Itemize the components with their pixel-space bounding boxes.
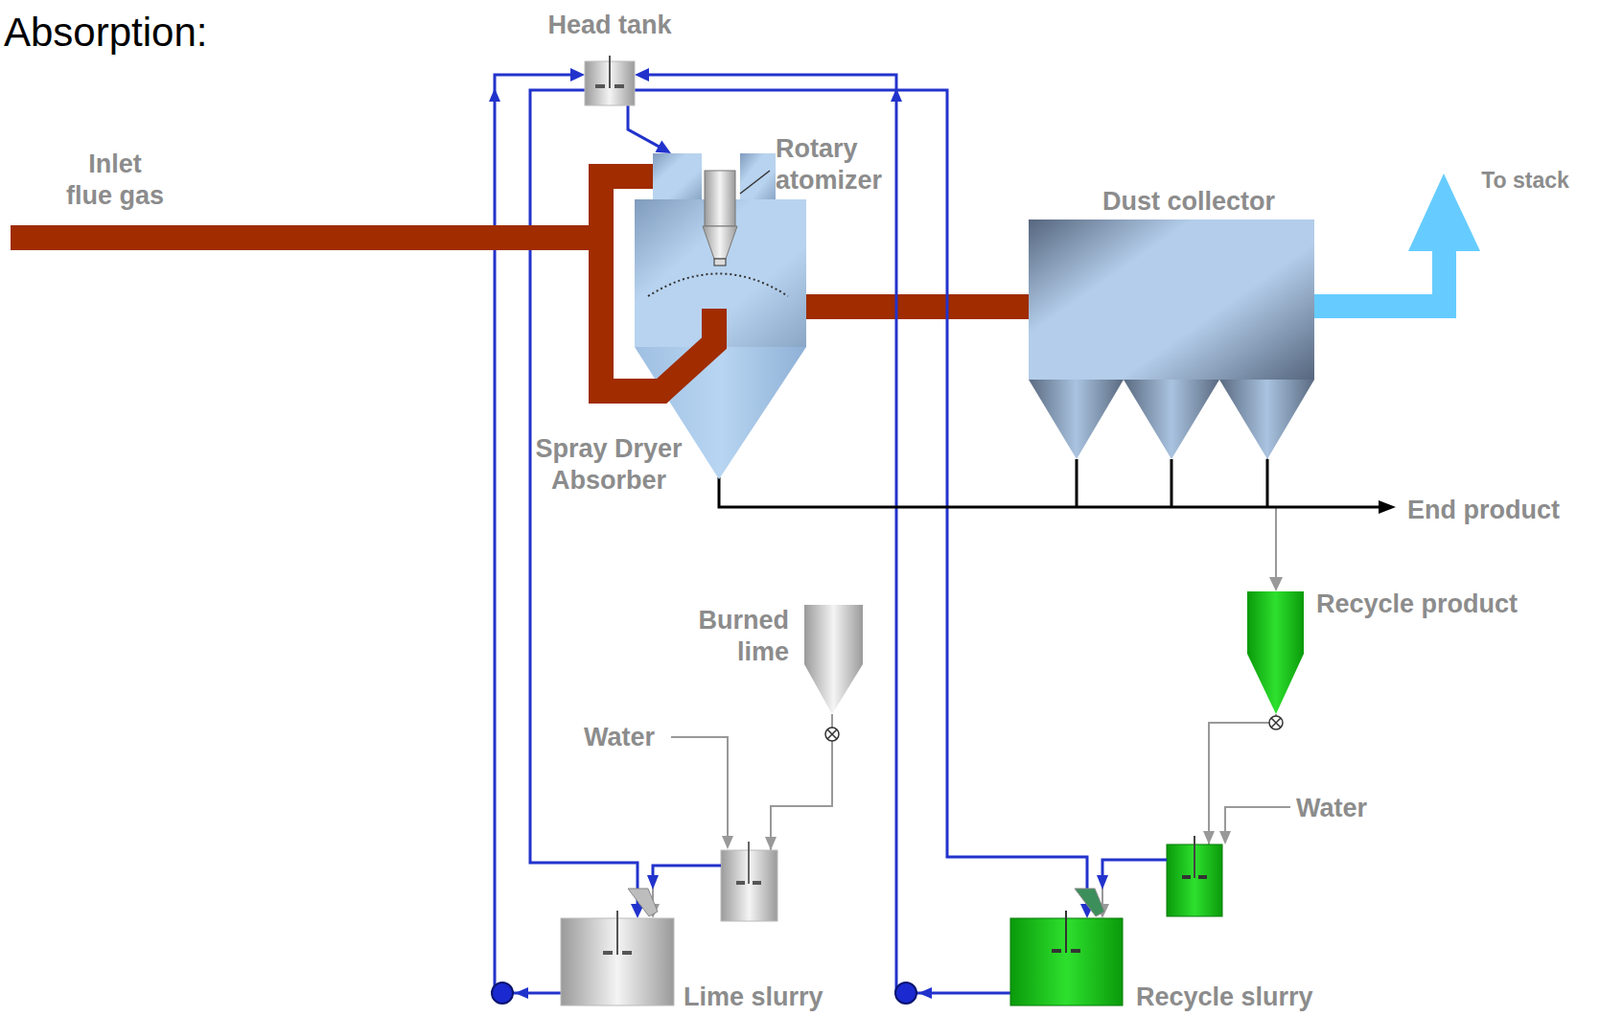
connector-line [530, 90, 638, 907]
node-label: Recycle product [1316, 588, 1518, 621]
node-label: Head tank [547, 9, 672, 42]
head-tank-shape [584, 61, 635, 106]
arrow-head [570, 68, 585, 82]
flow-label: End product [1407, 494, 1560, 527]
arrow-head [721, 831, 1231, 851]
mixing-tank [720, 841, 778, 922]
node-label: Lime slurry [683, 981, 824, 1014]
connector-line [494, 74, 574, 994]
flow-connector [1095, 714, 1276, 919]
mixing-tank [1166, 835, 1223, 917]
node-label: Dust collector [1102, 185, 1276, 218]
flow-connector [806, 306, 1029, 308]
head-tank: Head tank [584, 61, 635, 106]
flow-connector [627, 105, 672, 154]
lime-slurry-tank-shape [560, 918, 674, 1006]
feed-label: Water [1296, 792, 1368, 825]
lime-silo-shape [804, 604, 863, 715]
recycle-product-silo-shape [1247, 591, 1304, 715]
arrow-head [1269, 577, 1283, 592]
arrow-head [488, 88, 1109, 999]
spray-dryer-absorber: Spray Dryer Absorber [634, 153, 807, 480]
flow-label: Inlet flue gas [64, 148, 166, 212]
stack-arrow [1314, 173, 1481, 319]
dust-collector: Dust collector [1028, 219, 1315, 380]
water-line [671, 737, 1291, 837]
feed-label: Water [583, 721, 655, 754]
node-label: Burned lime [681, 604, 789, 669]
dust-collector-shape [1028, 219, 1315, 380]
node-label: Recycle slurry [1136, 981, 1314, 1014]
connector-line [806, 294, 1029, 320]
slurry-line [652, 859, 1167, 877]
connector-line [634, 90, 1088, 907]
feed-chute [627, 888, 658, 917]
end-product-line [718, 459, 1381, 508]
connector-line [627, 105, 662, 148]
flow-label: To stack [1481, 167, 1570, 194]
recycle-product-silo: Recycle product [1247, 591, 1304, 715]
lime-silo: Burned lime [804, 604, 863, 715]
spray-dryer-absorber-shape [634, 153, 807, 480]
flow-connector [634, 90, 1094, 919]
connector-line [1102, 714, 1276, 907]
valve-symbol [825, 716, 1283, 742]
recycle-slurry-tank: Recycle slurry [1010, 918, 1123, 1006]
section-title: Absorption: [3, 9, 208, 56]
part-label: Rotary atomizer [775, 133, 893, 197]
arrow-head [654, 140, 672, 154]
arrow-head [634, 68, 650, 82]
lime-slurry-tank: Lime slurry [560, 918, 674, 1006]
flow-connector [494, 68, 585, 994]
arrow-head [1378, 500, 1396, 514]
node-label: Spray Dryer Absorber [526, 433, 692, 497]
recycle-slurry-tank-shape [1010, 918, 1123, 1006]
feed-chute [1074, 888, 1105, 917]
flow-connector [530, 90, 645, 919]
flow-connector [634, 68, 1011, 994]
